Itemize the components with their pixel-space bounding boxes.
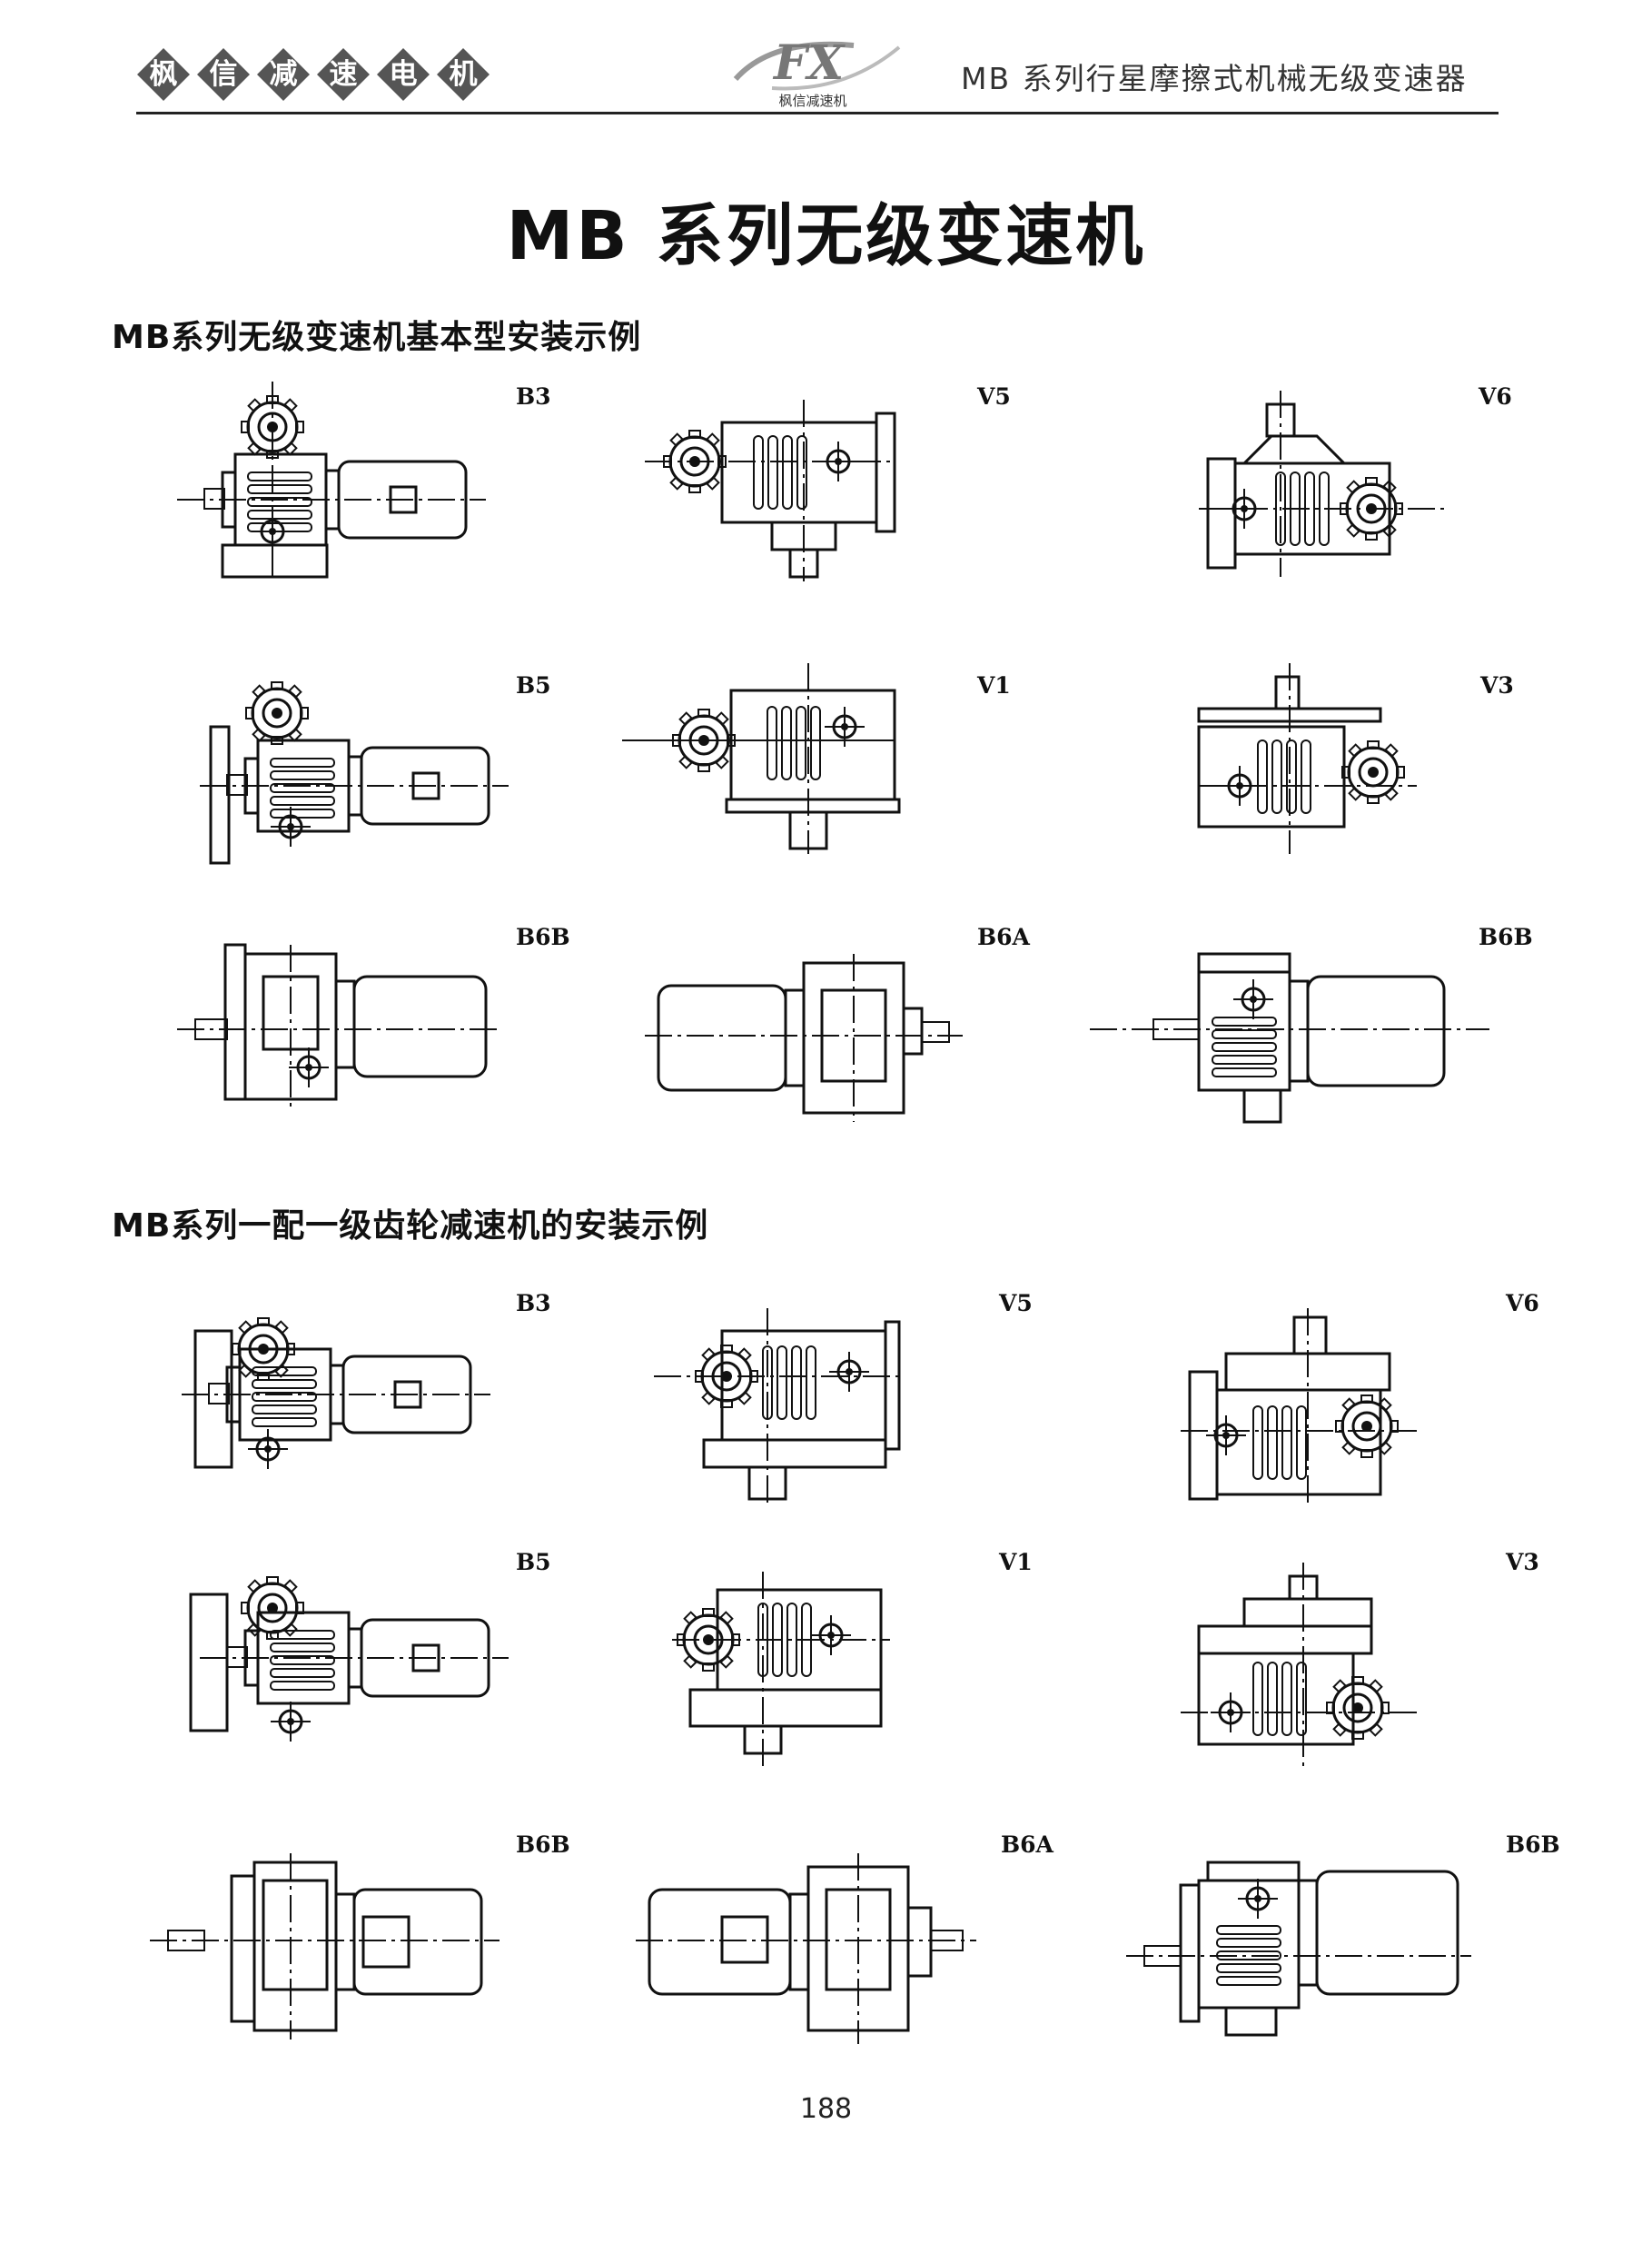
- figure-label: B6B: [516, 924, 570, 950]
- drawing-b5-basic: [200, 680, 509, 865]
- drawing-b3-basic: [177, 382, 486, 581]
- figure-label: V3: [1480, 672, 1514, 699]
- drawing-b6b-basic: [177, 943, 500, 1108]
- drawing-b3-gear: [182, 1316, 490, 1471]
- brand-char: 电: [376, 47, 430, 102]
- brand-name: 枫 信 减 速 电 机: [136, 47, 490, 102]
- figure-label: B3: [516, 383, 551, 410]
- section-heading-gear: MB系列一配一级齿轮减速机的安装示例: [112, 1207, 709, 1245]
- header-rule: [136, 112, 1499, 114]
- svg-text:FX: FX: [772, 35, 846, 91]
- drawing-b6a-basic: [645, 954, 963, 1122]
- drawing-v1-gear: [672, 1572, 890, 1767]
- company-logo: FX: [733, 35, 901, 91]
- figure-label: B6A: [977, 924, 1030, 950]
- brand-char: 减: [256, 47, 311, 102]
- drawing-b5-gear: [189, 1575, 509, 1743]
- drawing-b6b-gear: [150, 1853, 500, 2040]
- brand-char: 机: [436, 47, 490, 102]
- brand-char: 枫: [136, 47, 191, 102]
- figure-label: B5: [516, 672, 551, 699]
- figure-label: B5: [516, 1549, 551, 1575]
- figure-label: B6B: [516, 1831, 570, 1858]
- brand-char: 速: [316, 47, 371, 102]
- figure-label: V3: [1506, 1549, 1539, 1575]
- figure-label: V5: [977, 383, 1011, 410]
- drawing-v5-basic: [645, 400, 896, 581]
- page-number: 188: [799, 2093, 853, 2125]
- section-heading-basic: MB系列无级变速机基本型安装示例: [112, 319, 642, 356]
- figure-label: V1: [999, 1549, 1033, 1575]
- page-title: MB 系列无级变速机: [506, 197, 1146, 275]
- drawing-v6-gear: [1181, 1308, 1417, 1508]
- figure-label: B3: [516, 1290, 551, 1316]
- drawing-b6b-right-basic: [1090, 952, 1489, 1124]
- header-series-title: MB 系列行星摩擦式机械无级变速器: [961, 61, 1468, 96]
- drawing-b6b-right-gear: [1126, 1861, 1471, 2037]
- logo-subtitle: 枫信减速机: [778, 93, 847, 109]
- drawing-v3-basic: [1197, 663, 1417, 854]
- drawing-v1-basic: [622, 663, 901, 854]
- figure-label: V6: [1506, 1290, 1539, 1316]
- figure-label: V6: [1479, 383, 1512, 410]
- drawing-v3-gear: [1181, 1563, 1417, 1767]
- figure-label: V1: [977, 672, 1011, 699]
- figure-label: B6B: [1506, 1831, 1560, 1858]
- drawing-v5-gear: [654, 1308, 901, 1508]
- figure-label: B6B: [1479, 924, 1533, 950]
- figure-label: V5: [999, 1290, 1033, 1316]
- figure-label: B6A: [1001, 1831, 1054, 1858]
- drawing-v6-basic: [1199, 391, 1444, 577]
- brand-char: 信: [196, 47, 251, 102]
- drawing-b6a-gear: [636, 1853, 976, 2044]
